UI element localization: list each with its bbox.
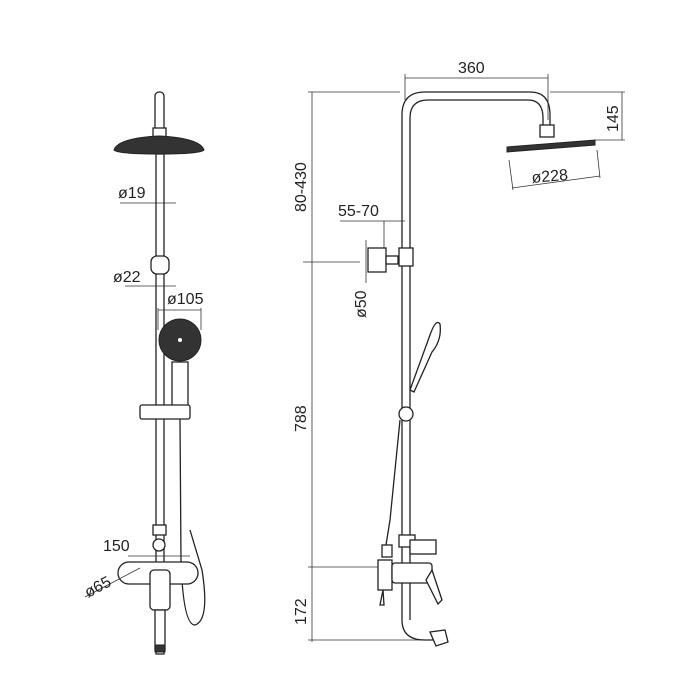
hose-nut-side [381,544,393,558]
diverter-knob-side [409,539,437,555]
rain-head-side [506,139,596,153]
spout-side-outer [401,619,440,641]
dim-line [84,567,141,598]
hand-shower-handle-front [171,361,189,409]
wall-bracket-side [367,247,387,273]
dim-line [511,175,601,189]
spout-outlet-front [154,644,166,653]
mixer-lever-side [425,568,443,606]
dim-line [508,159,514,191]
rail-pipe-front [155,153,165,655]
dim-flange-diameter: ø65 [82,574,114,602]
dim-head-height: 145 [605,105,622,132]
dim-holder-diameter: ø22 [113,269,141,286]
dim-line [596,149,601,179]
dim-spout-height: 172 [293,598,310,625]
spout-front [154,609,166,651]
dim-arm-reach: 360 [458,60,485,77]
slider-bracket-front [139,404,191,420]
dim-head-diameter: ø228 [531,167,569,187]
dim-pipe-diameter: ø19 [118,185,146,202]
side-view: 360 145 ø228 80-430 788 172 55-70 ø50 [293,60,625,647]
mixer-lever-front-side [379,589,385,606]
hand-shower-center [178,338,182,342]
mixer-flange-side [377,559,393,591]
dim-bracket-diameter: ø50 [353,290,370,318]
hose-side [385,419,401,546]
rail-pipe-side-inner [409,99,544,620]
mixer-lever-front [149,569,171,611]
bracket-clamp-side [398,247,414,267]
rain-head-front [113,135,205,155]
dim-mixer-centers: 150 [103,538,130,555]
holder-collar-front [150,255,170,275]
diverter-front [152,524,167,536]
diverter-knob-front [152,538,166,552]
hand-shower-side [409,321,441,393]
dim-hand-shower-diameter: ø105 [167,291,204,308]
front-view: ø19 ø22 ø105 150 ø65 [82,91,206,655]
dim-bracket-offset: 55-70 [338,203,379,220]
slider-holder-side [398,406,414,422]
top-pipe-front [154,91,165,133]
dim-height-adjust: 80-430 [293,162,310,212]
bracket-arm-side [385,255,399,265]
hose-front [179,418,206,626]
spout-outlet-side [429,629,449,647]
head-connector-side [539,124,555,138]
rail-pipe-side-outer [401,91,551,620]
dim-rail-length: 788 [293,405,310,432]
